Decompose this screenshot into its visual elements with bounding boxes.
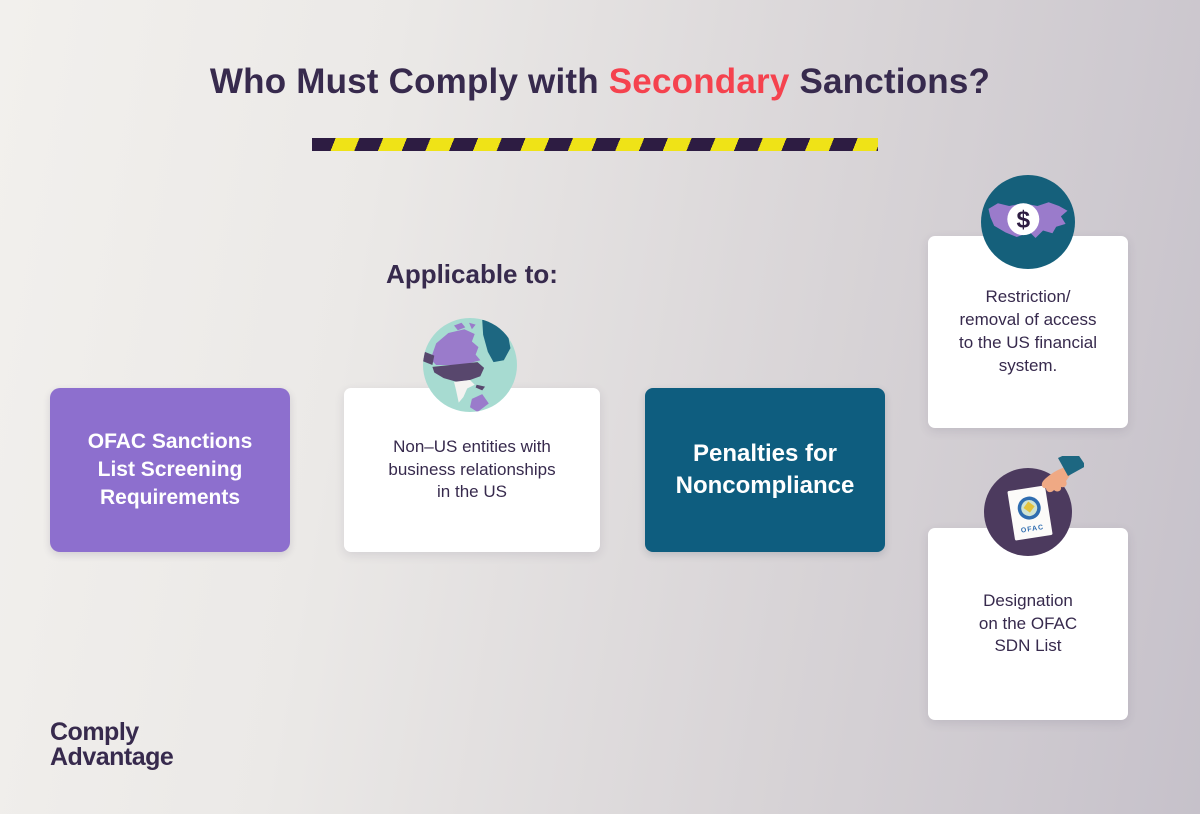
caution-tape-divider [312,138,878,151]
us-map-dollar-icon: $ [981,175,1075,269]
comply-advantage-logo: Comply Advantage [50,718,174,771]
card-line: on the OFAC [978,613,1078,633]
designation-card: Designation on the OFAC SDN List [928,528,1128,720]
card-line: Penalties for [692,439,838,467]
card-line: OFAC Sanctions [87,430,253,454]
title-highlight: Secondary [608,62,790,101]
ofac-seal-label: OFAC [1020,524,1044,535]
card-line: system. [998,355,1058,375]
dollar-symbol: $ [1017,207,1031,234]
card-line: Requirements [99,485,241,509]
card-line: Noncompliance [675,472,855,499]
non-us-entities-card: Non–US entities with business relationsh… [344,388,600,552]
card-line: SDN List [994,636,1062,656]
card-line: in the US [437,482,507,502]
logo-line-2: Advantage [50,742,174,771]
title-prefix: Who Must Comply with [209,62,609,101]
card-line: Non–US entities with [393,436,551,456]
hand-holding-ofac-document-icon: OFAC [984,456,1084,556]
ofac-screening-card: OFAC Sanctions List Screening Requiremen… [50,388,290,552]
card-line: List Screening [97,458,243,482]
title-suffix: Sanctions? [789,62,991,101]
applicable-to-label: Applicable to: [386,259,558,289]
card-line: Restriction/ [985,287,1071,307]
logo-line-1: Comply [50,718,139,746]
card-line: removal of access [959,310,1097,330]
north-america-globe-icon [423,318,517,412]
page-title: Who Must Comply with Secondary Sanctions… [0,62,1200,102]
card-line: Designation [983,590,1073,610]
card-line: to the US financial [959,333,1097,352]
penalties-card: Penalties for Noncompliance [645,388,885,552]
card-line: business relationships [388,459,556,479]
